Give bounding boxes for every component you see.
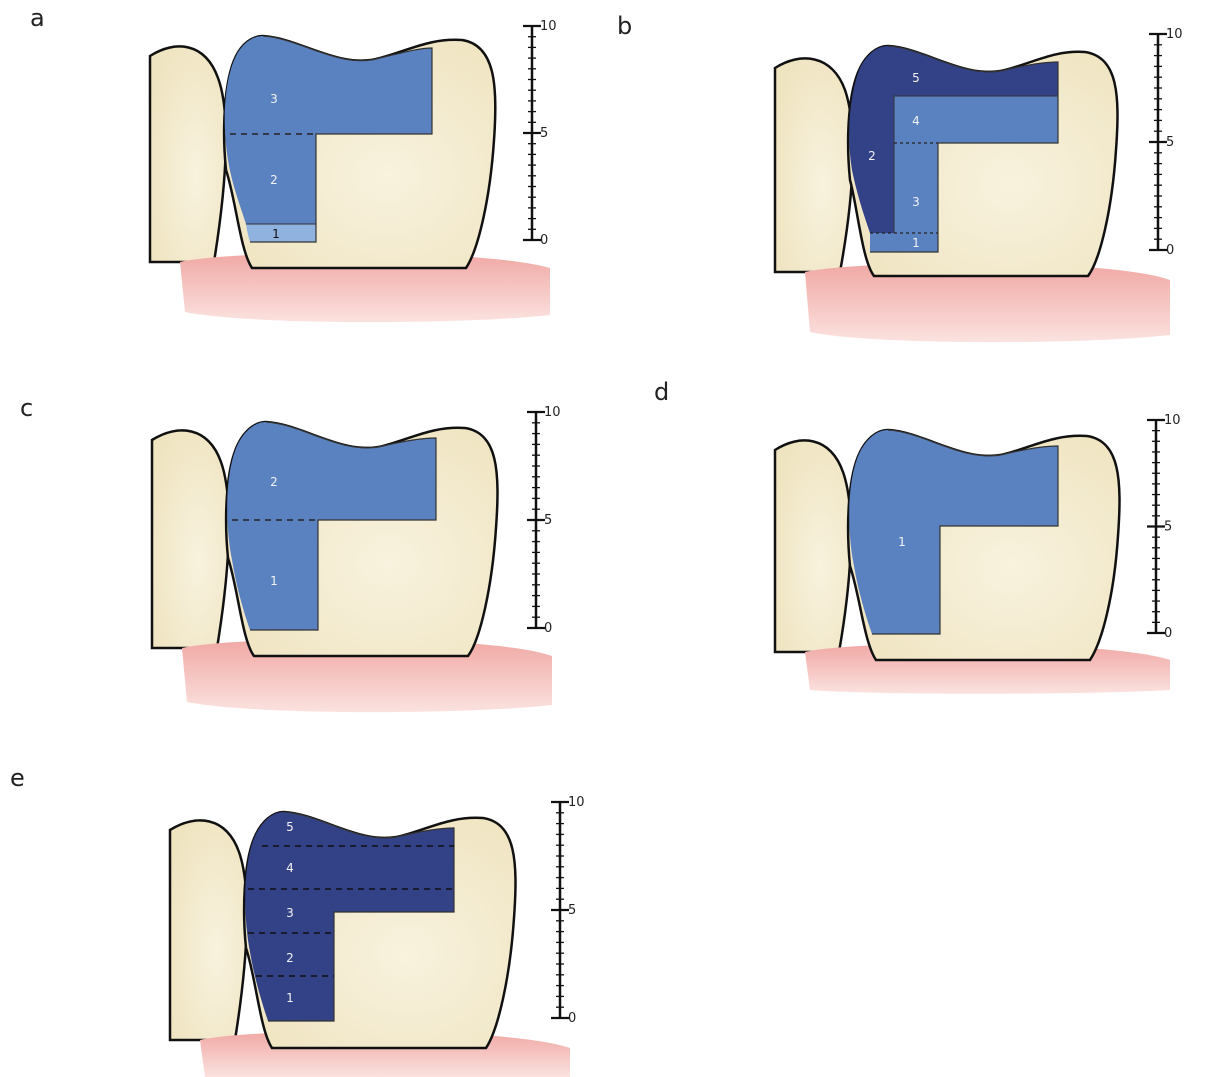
layer-label: 3 [286, 906, 294, 920]
scale-tick-label: 5 [1166, 135, 1174, 150]
panel-d: d 1 0 5 10 [654, 378, 1181, 694]
layer-label: 2 [270, 173, 278, 187]
layer-label: 2 [868, 149, 876, 163]
panel-letter-a: a [30, 4, 45, 32]
adjacent-tooth [775, 440, 851, 652]
layer-label: 2 [286, 951, 294, 965]
scale-tick-label: 5 [1164, 520, 1172, 535]
panel-letter-d: d [654, 378, 669, 406]
scale-tick-label: 0 [1164, 626, 1172, 641]
scale-tick-label: 0 [540, 233, 548, 248]
scale-tick-label: 10 [568, 795, 585, 810]
layer-label: 2 [270, 475, 278, 489]
layer-label: 1 [286, 991, 294, 1005]
depth-scale: 0 5 10 [523, 19, 557, 248]
panel-a: a 3 2 1 0 5 10 [30, 4, 557, 322]
layer-label: 4 [286, 861, 294, 875]
panel-letter-c: c [20, 394, 33, 422]
scale-tick-label: 10 [1164, 413, 1181, 428]
layer-label: 3 [912, 195, 920, 209]
scale-tick-label: 10 [540, 19, 557, 34]
scale-tick-label: 5 [544, 513, 552, 528]
depth-scale: 0 5 10 [1149, 27, 1183, 258]
layer-label: 5 [912, 71, 920, 85]
scale-tick-label: 0 [568, 1011, 576, 1026]
panel-b: b 1 2 3 4 5 0 5 10 [617, 12, 1183, 342]
adjacent-tooth [170, 820, 247, 1040]
scale-tick-label: 0 [1166, 243, 1174, 258]
scale-tick-label: 5 [540, 126, 548, 141]
panel-letter-b: b [617, 12, 632, 40]
panel-e: e 1 2 3 4 5 0 5 10 [10, 764, 585, 1077]
scale-tick-label: 5 [568, 903, 576, 918]
adjacent-tooth [775, 58, 853, 272]
panel-letter-e: e [10, 764, 25, 792]
layer-label: 1 [898, 535, 906, 549]
panel-c: c 1 2 0 5 10 [20, 394, 561, 712]
scale-tick-label: 10 [544, 405, 561, 420]
layer-label: 4 [912, 114, 920, 128]
adjacent-tooth [150, 46, 226, 262]
adjacent-tooth [152, 430, 229, 648]
scale-tick-label: 0 [544, 621, 552, 636]
depth-scale: 0 5 10 [551, 795, 585, 1026]
scale-tick-label: 10 [1166, 27, 1183, 42]
depth-scale: 0 5 10 [527, 405, 561, 636]
layer-label: 1 [912, 236, 920, 250]
layer-label: 1 [270, 574, 278, 588]
depth-scale: 0 5 10 [1147, 413, 1181, 641]
layer-label: 3 [270, 92, 278, 106]
layer-label: 5 [286, 820, 294, 834]
layer-label: 1 [272, 227, 280, 241]
